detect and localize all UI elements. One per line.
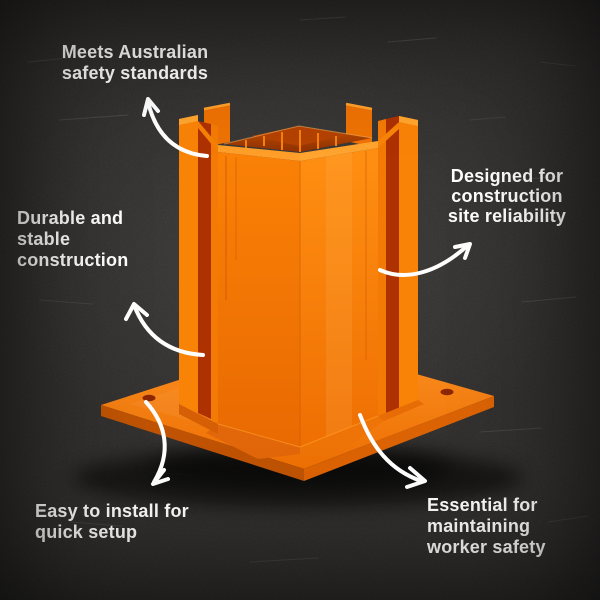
curved-arrow-icon	[358, 413, 427, 489]
callout-text: Designed for construction site reliabili…	[447, 166, 567, 226]
curved-arrow-icon	[378, 242, 472, 277]
curved-arrow-icon	[144, 400, 170, 486]
callout-bottom-left: Easy to install for quick setup	[35, 501, 235, 543]
callout-right: Designed for construction site reliabili…	[417, 166, 597, 226]
curved-arrow-icon	[124, 302, 205, 357]
callout-arrows	[124, 97, 472, 489]
callout-text: Essential for maintaining worker safety	[427, 495, 546, 557]
callout-text: Easy to install for quick setup	[35, 501, 189, 542]
chalk-scratches	[27, 16, 589, 563]
callout-top-left: Meets Australian safety standards	[40, 42, 230, 84]
mounting-hole	[142, 394, 156, 402]
top-cross	[218, 125, 378, 161]
post-column	[179, 102, 424, 459]
callout-text: Durable and stable construction	[17, 208, 129, 270]
callout-text: Meets Australian safety standards	[61, 42, 209, 83]
curved-arrow-icon	[142, 97, 209, 158]
callout-mid-left: Durable and stable construction	[17, 208, 187, 271]
left-fins	[179, 115, 218, 424]
callout-bottom-right: Essential for maintaining worker safety	[427, 495, 597, 558]
mounting-hole	[440, 388, 454, 396]
right-fins	[378, 116, 418, 420]
